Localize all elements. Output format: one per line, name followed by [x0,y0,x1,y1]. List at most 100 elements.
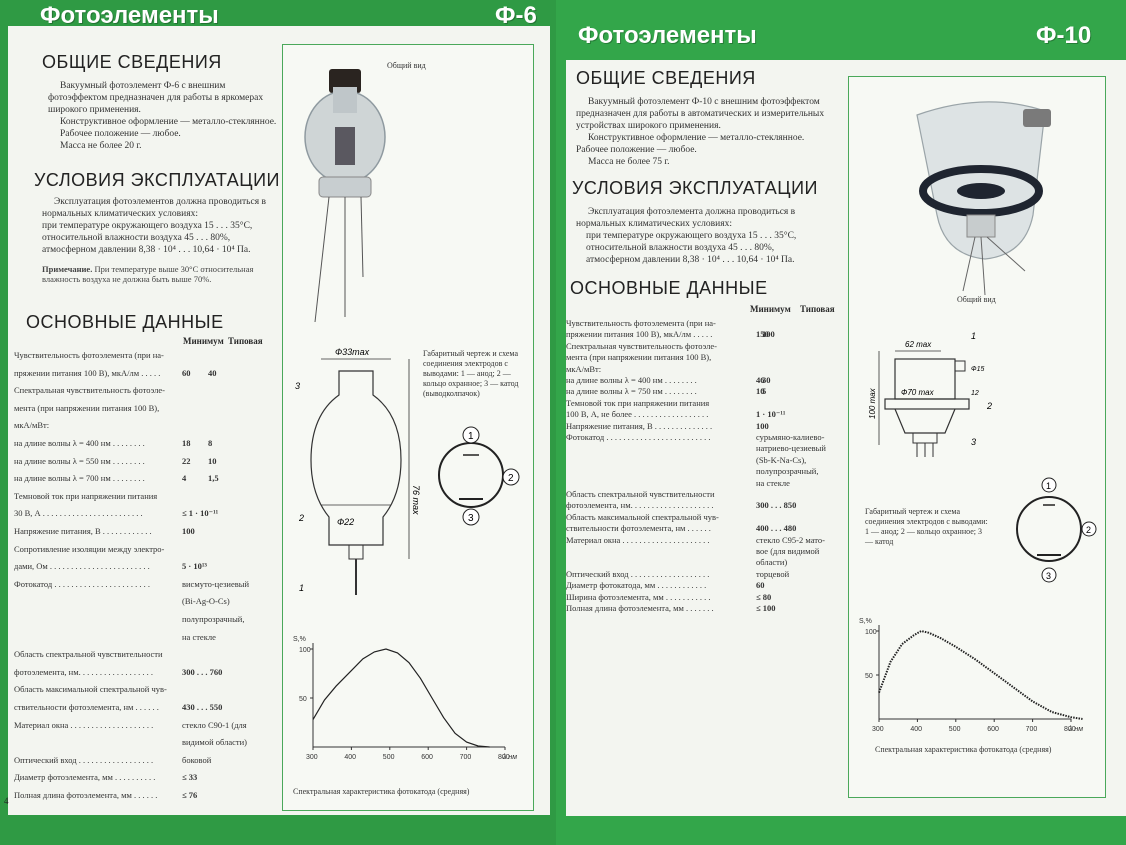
table-row: Фотокатод . . . . . . . . . . . . . . . … [566,432,844,443]
row-label: Фотокатод . . . . . . . . . . . . . . . … [566,432,711,442]
dim-pin-3: 3 [971,437,976,447]
row-typ: сурьмяно-калиево- [756,432,825,442]
row-label: ствительности фотоэлемента, нм . . . . .… [14,702,159,712]
row-typ: 60 [756,580,765,591]
schematic-pin-2 [502,468,520,486]
dim-length: 76 max [411,485,421,515]
left-header-title: Фотоэлементы [40,2,219,29]
bulb-base [318,176,372,198]
table-row: Спектральная чувствительность фотоэле- [566,341,844,352]
table-row: Темновой ток при напряжении питания [14,491,282,509]
row-min: 5 [762,386,767,397]
table-row: (Sb-K-Na-Cs), [566,455,844,466]
row-min: 10 [208,455,217,466]
x-tick-label: 700 [460,754,472,761]
left-note: Примечание. При температуре выше 30°С от… [42,264,254,284]
table-row: Чувствительность фотоэлемента (при на- [14,350,282,368]
row-label: Темновой ток при напряжении питания [14,490,158,501]
dim-pin-1: 1 [971,331,976,341]
bulb-base [966,214,996,238]
x-tick-label: 700 [1026,726,1038,733]
row-typ: 400 . . . 480 [756,523,797,534]
row-label: пряжении питания 100 В), мкА/лм . . . . … [14,367,161,378]
table-row: пряжении питания 100 В), мкА/лм . . . . … [14,368,282,386]
left-dim-drawing: Ф33max Ф22 76 max 3 2 1 [295,347,421,595]
table-row: на длине волны λ = 750 нм . . . . . . . … [566,386,844,397]
dim-d-bottom: Ф22 [337,517,354,527]
table-row: вое (для видимой [566,546,844,557]
schematic-pin-1 [462,426,480,444]
table-row: Напряжение питания, В . . . . . . . . . … [14,526,282,544]
dim-bulb-bottom [894,408,956,434]
table-row: фотоэлемента, нм. . . . . . . . . . . . … [14,667,282,685]
dim-w-top: 62 max [905,340,932,349]
schematic-pin-3 [1041,567,1057,583]
table-row: Сопротивление изоляции между электро- [14,544,282,562]
table-row: Полная длина фотоэлемента, мм . . . . . … [566,603,844,614]
right-header-code: Ф-10 [1036,22,1092,49]
row-label: Материал окна . . . . . . . . . . . . . … [566,534,710,545]
row-typ: 5 · 10¹³ [182,561,207,572]
row-label: Ширина фотоэлемента, мм . . . . . . . . … [566,591,711,602]
table-row: Чувствительность фотоэлемента (при на- [566,318,844,329]
row-label: Напряжение питания, В . . . . . . . . . … [566,420,713,431]
x-tick-label: 300 [306,754,318,761]
row-typ: видимой области) [182,737,247,748]
x-axis-label: λ нм [502,754,517,761]
row-typ: висмуто-цезиевый [182,578,250,589]
row-label: на длине волны λ = 750 нм . . . . . . . … [566,386,697,397]
left-spectral-caption: Спектральная характеристика фотокатода (… [293,787,470,796]
svg-text:2: 2 [508,473,514,484]
table-row: Область спектральной чувствительности [566,489,844,500]
table-row: Оптический вход . . . . . . . . . . . . … [14,755,282,773]
table-row: мента (при напряжении питания 100 В), [566,352,844,363]
row-typ: торцевой [756,568,790,579]
bulb-electrode [335,127,355,165]
table-row: Область максимальной спектральной чув- [566,512,844,523]
table-row: Фотокатод . . . . . . . . . . . . . . . … [14,579,282,597]
table-row: области) [566,557,844,568]
svg-text:1: 1 [1046,481,1051,491]
left-drawing-caption: Габаритный чертеж и схема соединения эле… [423,349,519,398]
table-row: Спектральная чувствительность фотоэле- [14,385,282,403]
row-label: на длине волны λ = 700 нм . . . . . . . … [14,473,145,484]
row-typ: 150 [756,329,769,340]
svg-text:2: 2 [1086,525,1091,535]
row-label: Область максимальной спектральной чув- [14,684,167,695]
row-min: 40 [208,367,217,378]
row-typ: области) [756,557,788,568]
bulb-neck [333,87,357,113]
schematic-ring [1016,496,1082,562]
bulb-glass [916,101,1046,260]
table-row: на длине волны λ = 400 нм . . . . . . . … [566,375,844,386]
dim-base [912,432,938,444]
right-page: Фотоэлементы Ф-10 ОБЩИЕ СВЕДЕНИЯ Вакуумн… [556,0,1126,845]
dim-stem [348,544,364,560]
x-tick-label: 500 [383,754,395,761]
row-label: мкА/мВт: [566,363,602,374]
table-row: на длине волны λ = 400 нм . . . . . . . … [14,438,282,456]
right-col-typ: Типовая [800,304,835,314]
right-general-heading: ОБЩИЕ СВЕДЕНИЯ [576,68,756,88]
row-label: Чувствительность фотоэлемента (при на- [566,318,716,328]
row-typ: 300 . . . 850 [756,500,797,511]
table-row: фотоэлемента, нм. . . . . . . . . . . . … [566,500,844,511]
series-line [878,629,1083,720]
table-row: мента (при напряжении питания 100 В), [14,403,282,421]
table-row: полупрозрачный, [566,466,844,477]
table-row: на длине волны λ = 550 нм . . . . . . . … [14,456,282,474]
row-label: Диаметр фотоэлемента, мм . . . . . . . .… [14,772,156,783]
bulb-lead-3 [986,236,1026,272]
left-photo-caption: Общий вид [387,61,426,70]
right-drawing-caption: Габаритный чертеж и схема соединения эле… [865,507,988,546]
table-row: натриево-цезиевый [566,443,844,454]
schematic-ring [438,442,504,508]
right-conditions-text: Эксплуатация фотоэлемента должна проводи… [576,207,797,265]
row-label: мента (при напряжении питания 100 В), [566,352,712,363]
bulb-lead-3 [360,196,364,278]
dim-d15: Ф15 [971,366,984,373]
row-typ: 100 [756,420,769,431]
row-typ: вое (для видимой [756,546,820,556]
